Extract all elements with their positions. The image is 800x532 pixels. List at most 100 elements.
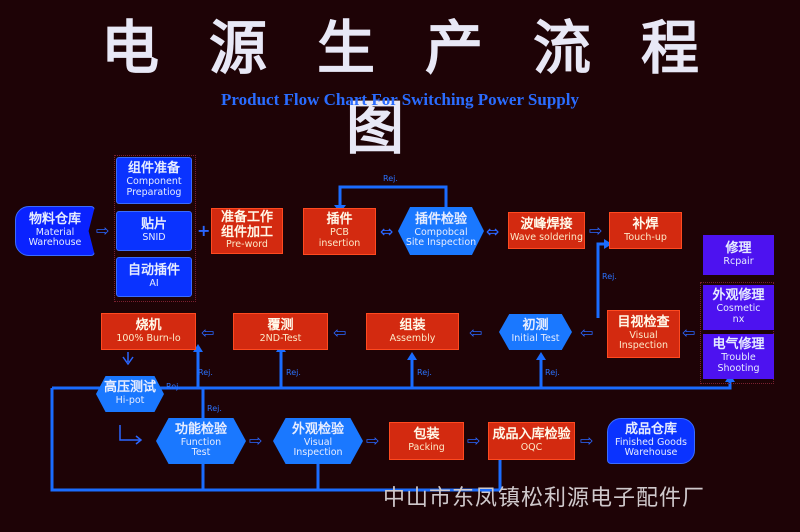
cosmetic-fix-node[interactable]: 外观修理 Cosmetic nx — [703, 285, 774, 330]
node-label-en: Visual — [303, 436, 333, 448]
page-subtitle: Product Flow Chart For Switching Power S… — [221, 90, 579, 109]
node-label-zh: 插件检验 — [414, 211, 467, 227]
reject-label: Rej. — [545, 368, 560, 377]
node-label-zh: 自动插件 — [127, 263, 180, 279]
reject-loop-insertion — [338, 185, 448, 208]
assembly-node[interactable]: 组装 Assembly — [366, 313, 459, 350]
pcb-insertion-node[interactable]: 插件 PCB insertion — [303, 208, 376, 255]
node-label-zh: 物料仓库 — [28, 211, 81, 227]
node-label-en: Preparatiog — [126, 186, 182, 198]
node-label-en: Packing — [408, 442, 445, 453]
left-arrow-icon: ⇦ — [469, 323, 483, 342]
company-name: 中山市东凤镇松利源电子配件厂 — [383, 486, 706, 511]
node-label-zh: 组件准备 — [127, 161, 180, 177]
reject-bus — [52, 380, 732, 390]
smt-node[interactable]: 贴片 SNID — [116, 211, 192, 251]
node-label-en: AI — [149, 278, 159, 289]
arrowhead-assembly — [407, 352, 417, 360]
node-label-en: nx — [732, 313, 745, 325]
node-label-zh: 组装 — [399, 317, 426, 333]
node-label-en: OQC — [520, 442, 543, 453]
node-label-en: Compobcal — [414, 226, 468, 238]
node-label-zh: 包装 — [413, 427, 440, 443]
reject-label: Rej. — [166, 382, 181, 391]
node-label-en: 2ND-Test — [259, 332, 302, 344]
pre-work-node[interactable]: 准备工作 组件加工 Pre-word — [211, 208, 283, 254]
right-arrow-icon: ⇔ — [380, 222, 394, 241]
node-label-en: Touch-up — [624, 231, 667, 243]
reject-label: Rej. — [417, 368, 432, 377]
right-arrow-icon: ⇨ — [96, 221, 110, 240]
node-label-en: Assembly — [389, 332, 436, 344]
finished-goods-node[interactable]: 成品仓库 Finished Goods Warehouse — [607, 418, 695, 464]
second-test-node[interactable]: 覆测 2ND-Test — [233, 313, 328, 350]
left-arrow-icon: ⇦ — [682, 323, 696, 342]
node-label-en: Material — [35, 226, 75, 238]
visual-inspection-1-node[interactable]: 目视检查 Visual Inspection — [607, 310, 680, 358]
node-label-en: Site Inspection — [405, 237, 477, 249]
node-label-zh: 组件加工 — [220, 224, 273, 240]
right-arrow-icon: ⇨ — [366, 431, 380, 450]
burn-in-node[interactable]: 烧机 100% Burn-lo — [101, 313, 196, 350]
node-label-en: SNID — [142, 232, 166, 243]
node-label-zh: 成品仓库 — [624, 421, 677, 437]
node-label-zh: 修理 — [725, 241, 752, 257]
prep-group — [114, 155, 196, 302]
touch-up-node[interactable]: 补焊 Touch-up — [609, 212, 682, 249]
node-label-zh: 电气修理 — [712, 337, 765, 353]
node-label-zh: 初测 — [522, 318, 549, 334]
reject-label: Rej. — [198, 368, 213, 377]
right-arrow-icon: ⇔ — [486, 222, 500, 241]
node-label-en: Function — [180, 436, 222, 448]
node-label-en: Trouble — [721, 352, 756, 364]
node-label-zh: 准备工作 — [220, 209, 273, 225]
repair-node[interactable]: 修理 Rcpair — [703, 235, 774, 275]
reject-label: Rej. — [207, 404, 222, 413]
down-arrow-burnin — [122, 352, 134, 366]
node-label-en: Warehouse — [624, 447, 678, 459]
hipot-node[interactable]: 高压测试 Hi-pot — [96, 376, 164, 412]
initial-test-node[interactable]: 初测 Initial Test — [499, 314, 572, 350]
page-title: 电源生产流程图 — [100, 14, 749, 162]
node-label-en: Shooting — [717, 362, 760, 374]
node-label-en: Test — [191, 447, 211, 459]
node-label-en: Rcpair — [723, 256, 754, 267]
wave-soldering-node[interactable]: 波峰焊接 Wave soldering — [508, 212, 585, 249]
left-arrow-icon: ⇦ — [201, 323, 215, 342]
component-prep-node[interactable]: 组件准备 Component Preparatiog — [116, 157, 192, 204]
oqc-node[interactable]: 成品入库检验 OQC — [488, 422, 575, 460]
node-label-en: Visual — [629, 329, 658, 341]
visual-inspection-2-node[interactable]: 外观检验 Visual Inspection — [273, 418, 363, 464]
arrowhead-initial — [536, 352, 546, 360]
node-label-zh: 波峰焊接 — [520, 216, 573, 232]
node-label-zh: 功能检验 — [174, 421, 227, 437]
arrowhead-burnin — [193, 344, 203, 352]
left-arrow-icon: ⇦ — [580, 323, 594, 342]
right-arrow-icon: ⇨ — [467, 431, 481, 450]
node-label-zh: 覆测 — [267, 317, 294, 333]
node-label-en: Pre-word — [226, 239, 268, 251]
node-label-zh: 高压测试 — [103, 380, 156, 396]
trouble-shooting-node[interactable]: 电气修理 Trouble Shooting — [703, 334, 774, 379]
lower-loop — [50, 388, 502, 492]
node-label-en: Component — [126, 176, 182, 188]
material-warehouse-node[interactable]: 物料仓库 Material Warehouse — [15, 206, 95, 256]
left-arrow-icon: ⇦ — [333, 323, 347, 342]
node-label-zh: 插件 — [326, 212, 353, 228]
insertion-inspection-node[interactable]: 插件检验 Compobcal Site Inspection — [398, 207, 484, 255]
node-label-en: insertion — [318, 237, 361, 249]
node-label-zh: 补焊 — [632, 216, 659, 232]
node-label-en: PCB — [330, 227, 349, 239]
node-label-zh: 贴片 — [140, 217, 167, 233]
packing-node[interactable]: 包装 Packing — [389, 422, 464, 460]
plus-icon: + — [197, 221, 211, 240]
node-label-en: Hi-pot — [115, 395, 145, 406]
right-arrow-icon: ⇨ — [580, 431, 594, 450]
node-label-en: Wave soldering — [510, 231, 583, 243]
reject-line-touchup — [596, 242, 606, 318]
reject-label: Rej. — [286, 368, 301, 377]
auto-insert-node[interactable]: 自动插件 AI — [116, 257, 192, 297]
arrowhead-touchup — [604, 239, 612, 249]
function-test-node[interactable]: 功能检验 Function Test — [156, 418, 246, 464]
